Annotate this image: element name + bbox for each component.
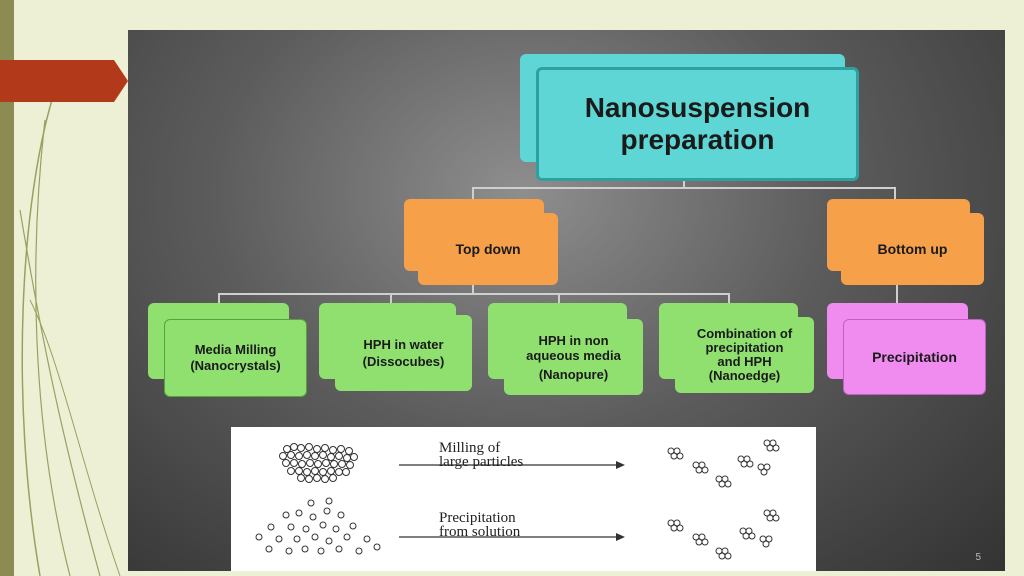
method-line: (Dissocubes) — [362, 354, 445, 369]
method-line: Combination of — [696, 326, 793, 341]
root-node: Nanosuspension preparation — [520, 54, 861, 184]
method-line: Media Milling — [194, 342, 277, 357]
method-line: HPH in non — [538, 332, 609, 348]
connector — [390, 293, 392, 305]
process-label-line: large particles — [439, 454, 524, 470]
connector — [218, 293, 730, 295]
process-illustration: Milling of large particles Precipitation… — [231, 427, 816, 571]
large-particle-cluster — [255, 439, 780, 560]
left-border-bar — [0, 0, 14, 576]
method-hph-water: HPH in water (Dissocubes) — [319, 303, 472, 395]
process-label-line: from solution — [439, 524, 521, 540]
process-label-line: Precipitation — [439, 510, 516, 526]
method-line: aqueous media — [526, 347, 621, 363]
method-line: Precipitation — [872, 349, 957, 365]
dispersed-molecules — [255, 497, 381, 555]
precipitation-label: Precipitation from solution — [439, 510, 521, 540]
connector — [472, 187, 896, 189]
method-combination: Combination of precipitation and HPH (Na… — [659, 303, 814, 395]
connector — [558, 293, 560, 305]
branch-label: Bottom up — [877, 241, 948, 257]
method-line: (Nanocrystals) — [190, 358, 281, 373]
branch-label: Top down — [455, 241, 521, 257]
root-title-line2: preparation — [620, 124, 775, 155]
connector — [472, 282, 474, 294]
method-line: and HPH — [717, 354, 772, 369]
method-line: precipitation — [705, 340, 784, 355]
method-line: (Nanopure) — [538, 366, 609, 382]
root-title-line1: Nanosuspension — [584, 92, 811, 123]
process-label-line: Milling of — [439, 440, 501, 456]
branch-top-down: Top down — [404, 199, 558, 285]
method-line: (Nanoedge) — [708, 368, 781, 383]
slide-number: 5 — [975, 552, 981, 563]
connector — [896, 282, 898, 305]
connector — [894, 187, 896, 205]
connector — [728, 293, 730, 305]
connector — [218, 293, 220, 305]
connector — [683, 178, 685, 188]
method-precipitation: Precipitation — [827, 303, 986, 395]
accent-arrow-tab — [0, 60, 128, 102]
method-line: HPH in water — [363, 337, 444, 352]
nanoparticle-clusters — [667, 439, 780, 560]
method-hph-nonaqueous: HPH in non aqueous media (Nanopure) — [488, 303, 643, 395]
milling-label: Milling of large particles — [439, 440, 524, 470]
connector — [472, 187, 474, 205]
diagram-panel: Nanosuspension preparation Top down Bott… — [128, 30, 1005, 571]
branch-bottom-up: Bottom up — [827, 199, 984, 285]
method-media-milling: Media Milling (Nanocrystals) — [148, 303, 307, 397]
decorative-curves — [19, 89, 121, 576]
